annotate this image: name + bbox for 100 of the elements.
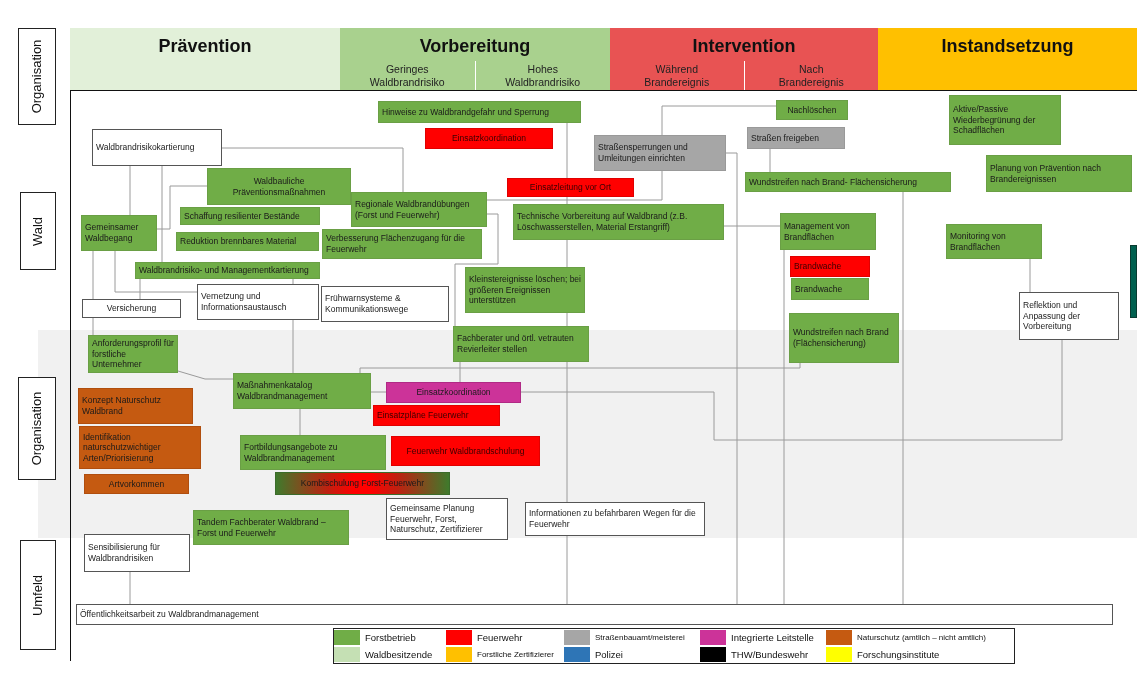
connector-line — [370, 391, 387, 393]
phase-header — [610, 28, 878, 90]
task-box: Reduktion brennbares Material — [176, 232, 319, 251]
connector-line — [902, 191, 904, 605]
task-box: Maßnahmenkatalog Waldbrandmanagement — [233, 373, 371, 409]
connector-line — [566, 196, 568, 205]
phase-title: Prävention — [158, 36, 252, 57]
connector-line — [299, 408, 301, 436]
legend-label: Polizei — [595, 649, 623, 660]
task-box: Öffentlichkeitsarbeit zu Waldbrandmanagement — [76, 604, 1113, 625]
connector-line — [129, 571, 131, 605]
connector-line — [359, 362, 801, 374]
row-label: Organisation — [29, 391, 45, 466]
legend-label: Waldbesitzende — [365, 649, 433, 660]
legend-label: Forschungsinstitute — [857, 649, 940, 660]
task-box: Management von Brandflächen — [780, 213, 876, 250]
task-box: Schaffung resilienter Bestände — [180, 207, 320, 225]
task-box: Brandwache — [790, 256, 870, 277]
connector-line — [723, 225, 781, 227]
legend-label: Forstbetrieb — [365, 632, 416, 643]
task-box: Verbesserung Flächenzugang für die Feuerwehr — [322, 229, 482, 259]
task-box: Waldbrandrisikokartierung — [92, 129, 222, 166]
task-box: Planung von Prävention nach Brandereignissen — [986, 155, 1132, 192]
row-label: Organisation — [29, 39, 45, 114]
connector-line — [92, 250, 94, 300]
row-label-box — [18, 377, 56, 480]
connector-line — [566, 361, 568, 503]
connector-line — [486, 170, 663, 201]
phase-subtitle: Geringes Waldbrandrisiko — [368, 62, 446, 90]
connector-line — [725, 152, 738, 605]
task-box: Wundstreifen nach Brand- Flächensicherung — [745, 172, 951, 192]
row-label-box — [20, 192, 56, 270]
phase-subtitle: Während Brandereignis — [643, 62, 711, 90]
legend-label: Straßenbauamt/meisterei — [595, 633, 685, 642]
task-box: Gemeinsamer Waldbegang — [81, 215, 157, 251]
task-box: Waldbrandrisiko- und Managementkartierung — [135, 262, 320, 279]
task-box: Kombischulung Forst-Feuerwehr — [275, 472, 450, 495]
task-box: Regionale Waldbrandübungen (Forst und Feuerwehr) — [351, 192, 487, 227]
task-box: Frühwarnsysteme & Kommunikationswege — [321, 286, 449, 322]
task-box: Sensibilisierung für Waldbrandrisiken — [84, 534, 190, 572]
connector-line — [769, 148, 771, 173]
row-label: Umfeld — [30, 574, 46, 616]
connector-line — [161, 165, 163, 263]
phase-title: Vorbereitung — [419, 36, 531, 57]
row-label-box — [18, 28, 56, 125]
task-box: Fortbildungsangebote zu Waldbrandmanagement — [240, 435, 386, 470]
legend-label: Naturschutz (amtlich – nicht amtlich) — [857, 633, 986, 642]
task-box: Kleinstereignisse löschen; bei größeren Ereignissen unterstützen — [465, 267, 585, 313]
connector-line — [566, 312, 568, 327]
task-box: Straßen freigeben — [747, 127, 845, 149]
task-box: Einsatzleitung vor Ort — [507, 178, 634, 197]
task-box: Vernetzung und Informationsaustausch — [197, 284, 319, 320]
phase-title: Instandsetzung — [941, 36, 1074, 57]
connector-line — [1029, 258, 1031, 293]
connector-line — [566, 239, 568, 268]
legend-label: Feuerwehr — [477, 632, 523, 643]
task-box: Einsatzpläne Feuerwehr — [373, 405, 500, 426]
task-box: Fachberater und örtl. vetrauten Revierleiter stellen — [453, 326, 589, 362]
task-box: Wundstreifen nach Brand (Flächensicherung) — [789, 313, 899, 363]
connector-line — [156, 185, 208, 230]
connector-line — [292, 278, 294, 285]
connector-line — [783, 249, 785, 605]
task-box: Einsatzkoordination — [425, 128, 553, 149]
phase-header — [70, 28, 340, 90]
task-box: Waldbauliche Präventionsmaßnahmen — [207, 168, 351, 205]
connector-line — [177, 370, 234, 380]
task-box: Identifikation naturschutzwichtiger Arten/Priorisierung — [79, 426, 201, 469]
connector-line — [459, 361, 461, 383]
connector-line — [661, 105, 777, 136]
legend-label: THW/Bundeswehr — [731, 649, 809, 660]
task-box: Nachlöschen — [776, 100, 848, 120]
task-box: Technische Vorbereitung auf Waldbrand (z.B. Löschwasserstellen, Material Erstangriff) — [513, 204, 724, 240]
task-box: Brandwache — [791, 278, 869, 300]
task-box: Aktive/Passive Wiederbegrünung der Schadflächen — [949, 95, 1061, 145]
task-box: Einsatzkoordination — [386, 382, 521, 403]
task-box: Konzept Naturschutz Waldbrand — [78, 388, 193, 424]
row-label: Wald — [30, 216, 46, 246]
task-box: Reflektion und Anpassung der Vorbereitung — [1019, 292, 1119, 340]
phase-header — [340, 28, 610, 90]
connector-line — [129, 165, 131, 216]
task-box: Versicherung — [82, 299, 181, 318]
task-box: Hinweise zu Waldbrandgefahr und Sperrung — [378, 101, 581, 123]
row-label-box — [20, 540, 56, 650]
connector-line — [139, 278, 141, 300]
connector-line — [566, 535, 568, 605]
legend-label: Integrierte Leitstelle — [731, 632, 814, 643]
task-box: Gemeinsame Planung Feuerwehr, Forst, Naturschutz, Zertifizierer — [386, 498, 508, 540]
task-box: Informationen zu befahrbaren Wegen für die Feuerwehr — [525, 502, 705, 536]
connector-line — [114, 250, 198, 293]
task-box: Tandem Fachberater Waldbrand – Forst und Feuerwehr — [193, 510, 349, 545]
task-box: Anforderungsprofil für forstliche Unternehmer — [88, 335, 178, 373]
connector-line — [454, 213, 499, 327]
phase-title: Intervention — [692, 36, 796, 57]
task-box: Monitoring von Brandflächen — [946, 224, 1042, 259]
task-box: Artvorkommen — [84, 474, 189, 494]
connector-line — [92, 317, 94, 336]
phase-header — [878, 28, 1137, 90]
task-box: Straßensperrungen und Umleitungen einrichten — [594, 135, 726, 171]
connector-line — [520, 339, 1063, 441]
connector-line — [221, 147, 404, 193]
